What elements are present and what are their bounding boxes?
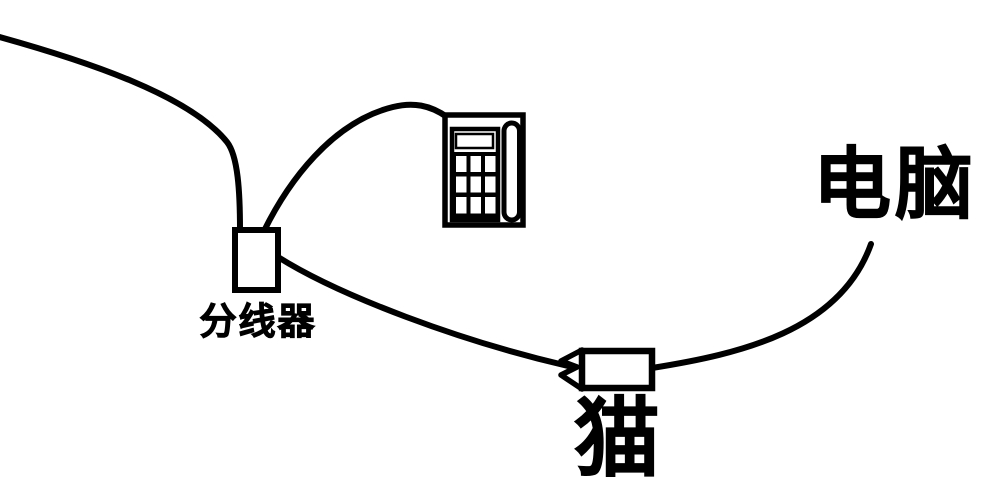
splitter-modem-wire <box>275 254 571 369</box>
splitter-label: 分线器 <box>199 301 317 342</box>
wiring-sketch <box>0 34 874 392</box>
modem-box <box>578 347 656 392</box>
incoming-wire <box>0 34 243 233</box>
telephone-keys <box>456 156 496 214</box>
telephone-handset <box>501 120 522 223</box>
splitter-telephone-wire <box>261 101 450 234</box>
telephone-icon <box>442 112 526 228</box>
splitter-box <box>232 227 281 293</box>
modem-plug-chevron <box>558 347 585 392</box>
modem-computer-wire <box>649 241 874 371</box>
computer-label: 电脑 <box>812 140 977 228</box>
diagram-canvas: 分线器 电脑 猫 <box>0 34 977 483</box>
modem-label: 猫 <box>574 391 661 487</box>
telephone-display <box>454 132 495 150</box>
